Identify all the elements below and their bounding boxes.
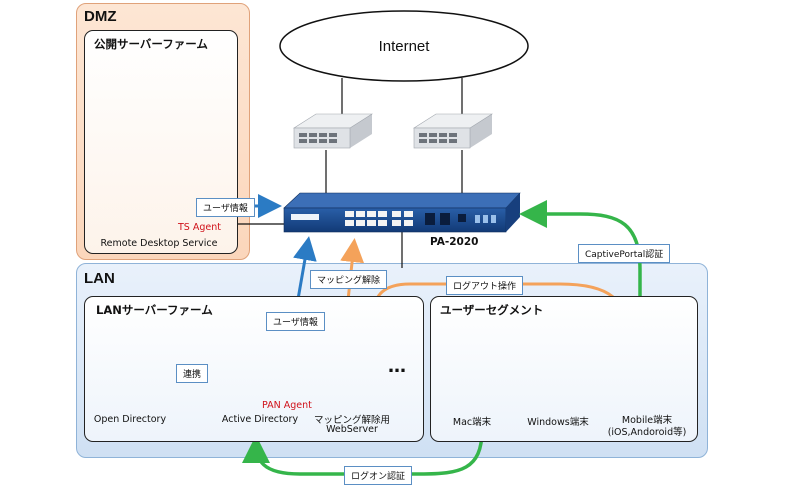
lan-title: LAN <box>84 270 115 287</box>
mapping-release-tag: マッピング解除 <box>310 270 388 289</box>
firewall-model-label: PA-2020 <box>430 236 479 248</box>
user-info-tag-dmz: ユーザ情報 <box>196 198 255 217</box>
logout-tag: ログアウト操作 <box>446 276 524 295</box>
public-server-farm-title: 公開サーバーファーム <box>94 37 208 51</box>
firewall-device-icon <box>283 192 521 233</box>
webserver-label-line2: WebServer <box>326 424 378 435</box>
webserver-label-line1: マッピング解除用 <box>313 415 390 426</box>
user-info-tag-lan: ユーザ情報 <box>266 312 325 331</box>
renkei-tag: 連携 <box>176 364 209 383</box>
rds-label: Remote Desktop Service <box>100 238 218 249</box>
logon-auth-tag: ログオン認証 <box>344 466 413 485</box>
user-segment-title: ユーザーセグメント <box>440 303 544 317</box>
captive-portal-arrow <box>519 200 642 336</box>
internet-cloud <box>279 10 529 82</box>
logon-auth-arrow <box>242 429 484 476</box>
dmz-title: DMZ <box>84 8 117 25</box>
pan-agent-label: PAN Agent <box>262 400 312 411</box>
lan-server-farm-title: LANサーバーファーム <box>96 303 213 317</box>
router-left-icon <box>293 113 373 149</box>
router-right-icon <box>413 113 493 149</box>
internet-label: Internet <box>378 38 430 55</box>
public-server-farm-box <box>84 30 238 254</box>
mobile-terminal-label-line2: (iOS,Andoroid等) <box>607 427 687 438</box>
more-servers-ellipsis: … <box>388 356 406 377</box>
user-segment-box <box>430 296 698 442</box>
ts-agent-label: TS Agent <box>178 222 221 233</box>
lan-server-farm-box <box>84 296 424 442</box>
mac-terminal-label: Mac端末 <box>452 417 492 428</box>
mobile-terminal-label-line1: Mobile端末 <box>621 415 673 426</box>
captive-portal-tag: CaptivePortal認証 <box>578 244 671 263</box>
windows-terminal-label: Windows端末 <box>527 417 589 428</box>
open-directory-label: Open Directory <box>93 414 167 425</box>
active-directory-label: Active Directory <box>221 414 299 425</box>
